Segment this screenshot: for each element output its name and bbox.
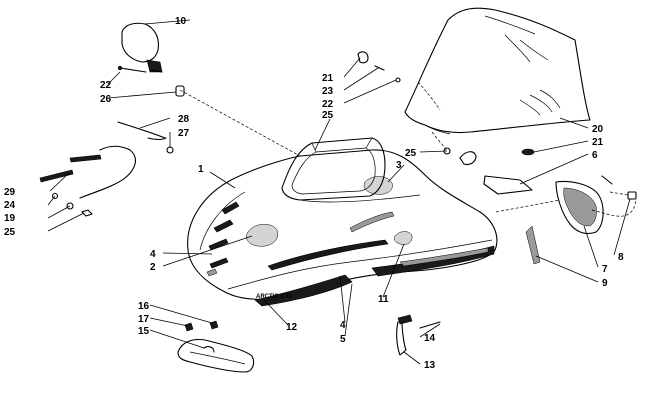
callout-24: 25 bbox=[322, 110, 334, 121]
callout-27: 28 bbox=[178, 114, 190, 125]
callout-25: 25 bbox=[405, 148, 417, 159]
callout-2: 2 bbox=[150, 262, 156, 273]
callout-15: 15 bbox=[138, 326, 150, 337]
callout-26: 27 bbox=[178, 128, 190, 139]
callout-10: 12 bbox=[286, 322, 298, 333]
callout-9: 9 bbox=[602, 278, 608, 289]
callout-14: 14 bbox=[424, 333, 436, 344]
callout-22: 23 bbox=[322, 86, 334, 97]
callout-18: 19 bbox=[4, 213, 16, 224]
callout-7: 7 bbox=[602, 264, 608, 275]
callout-28: 29 bbox=[4, 187, 16, 198]
arctic-cat-logo: ARCTIC CAT bbox=[256, 294, 293, 300]
windshield bbox=[404, 7, 591, 135]
callout-21: 21 bbox=[322, 73, 334, 84]
hardware bbox=[39, 51, 637, 373]
callout-6: 6 bbox=[592, 150, 598, 161]
callout-16: 16 bbox=[138, 301, 150, 312]
callout-4: 4 bbox=[150, 249, 156, 260]
callout-8: 8 bbox=[618, 252, 624, 263]
callout-1: 1 bbox=[198, 164, 204, 175]
callout-23: 24 bbox=[4, 200, 16, 211]
callout-4: 4 bbox=[340, 320, 346, 331]
windshield-opening bbox=[281, 137, 386, 201]
callout-21: 22 bbox=[322, 99, 334, 110]
hood-body: ARCTIC CAT bbox=[187, 149, 498, 307]
callout-19: 20 bbox=[592, 124, 604, 135]
callout-3: 3 bbox=[396, 160, 402, 171]
callout-5: 5 bbox=[340, 334, 346, 345]
callout-12: 10 bbox=[175, 16, 187, 27]
callout-29: 25 bbox=[4, 227, 16, 238]
callout-22: 22 bbox=[100, 80, 112, 91]
callout-11: 11 bbox=[378, 294, 389, 305]
callout-17: 17 bbox=[138, 314, 150, 325]
callout-25: 26 bbox=[100, 94, 112, 105]
assembly-lines bbox=[179, 81, 637, 217]
leader-lines bbox=[47, 19, 631, 365]
callout-labels: 10 22 26 28 27 29 24 19 25 1 4 2 25 21 2… bbox=[4, 16, 624, 371]
callout-13: 13 bbox=[424, 360, 436, 371]
mirror bbox=[121, 22, 163, 73]
callout-20: 21 bbox=[592, 137, 604, 148]
